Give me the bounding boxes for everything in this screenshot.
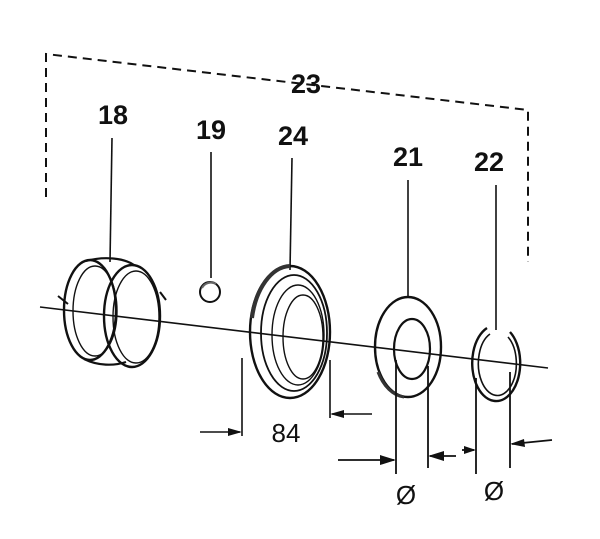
leader-lines [109, 137, 497, 330]
dimension-84 [200, 358, 372, 436]
dimension-84-label: 84 [272, 418, 301, 448]
part-label-seal: 24 [278, 121, 308, 151]
assembly-label: 23 [291, 69, 321, 99]
coil-spring-part [57, 257, 167, 369]
dimension-diameter-washer [338, 360, 456, 474]
part-label-spring: 18 [98, 100, 128, 130]
ball-part [199, 281, 221, 303]
dimension-diameter-snap-ring [462, 372, 553, 474]
part-label-washer: 21 [393, 142, 423, 172]
center-axis [39, 306, 549, 369]
seal-part [248, 264, 332, 400]
part-label-snap-ring: 22 [474, 147, 504, 177]
part-label-ball: 19 [196, 115, 226, 145]
diameter-snap-ring-label: Ø [484, 476, 504, 506]
snap-ring-part [471, 326, 522, 403]
diameter-washer-label: Ø [396, 480, 416, 510]
assembly-bracket-23 [45, 52, 529, 262]
washer-part [373, 295, 443, 399]
